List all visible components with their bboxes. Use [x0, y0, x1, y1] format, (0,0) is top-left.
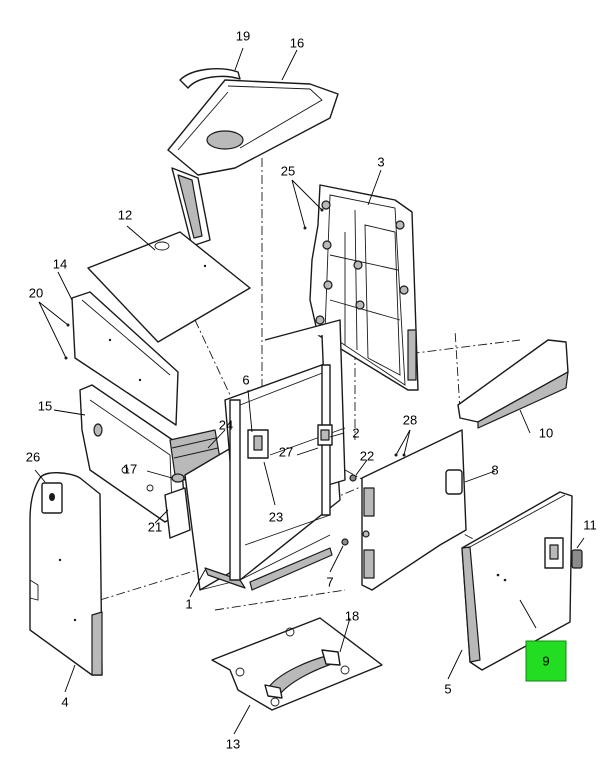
- part-22-screw: [349, 474, 357, 482]
- part-5-front-door: [461, 491, 573, 671]
- callout-11: 11: [583, 517, 597, 532]
- part-2-latch: [317, 424, 333, 446]
- callout-9: 9: [542, 653, 549, 668]
- part-7-screw: [341, 538, 349, 546]
- callout-17: 17: [123, 461, 137, 476]
- callout-3: 3: [377, 154, 384, 169]
- callout-15: 15: [38, 398, 52, 413]
- part-8-side-panel: [361, 429, 467, 591]
- callout-28: 28: [403, 412, 417, 427]
- callout-26: 26: [26, 449, 40, 464]
- callout-27: 27: [279, 444, 293, 459]
- leader-lines: [34, 47, 537, 735]
- callout-13: 13: [226, 736, 240, 751]
- part-14-inner-panel: [71, 291, 179, 426]
- callout-22: 22: [360, 448, 374, 463]
- callout-2: 2: [352, 425, 359, 440]
- callout-12: 12: [118, 207, 132, 222]
- part-13-base-plate: [211, 617, 383, 711]
- highlight-box: [525, 640, 567, 682]
- part-21-bracket: [164, 487, 191, 539]
- callout-14: 14: [53, 256, 67, 271]
- callout-23: 23: [269, 509, 283, 524]
- callout-6: 6: [242, 372, 249, 387]
- callout-8: 8: [491, 462, 498, 477]
- part-10-rail: [457, 339, 569, 429]
- callout-18: 18: [345, 608, 359, 623]
- part-17-grommet: [171, 473, 185, 483]
- callout-16: 16: [290, 35, 304, 50]
- callout-21: 21: [148, 519, 162, 534]
- highlighted-callout-9[interactable]: 9: [525, 640, 567, 682]
- callout-labels: 19 16 3 25 12 14 20 15 6 24 2 27 28 10 2…: [26, 28, 597, 751]
- part-11-latch-handle: [571, 537, 585, 569]
- part-18-handle: [264, 649, 341, 699]
- part-19-handle: [179, 68, 241, 89]
- callout-24: 24: [219, 417, 233, 432]
- callout-19: 19: [236, 28, 250, 43]
- part-4-left-side-panel: [29, 472, 103, 676]
- callout-10: 10: [539, 425, 553, 440]
- callout-7: 7: [326, 574, 333, 589]
- callout-4: 4: [61, 694, 68, 709]
- part-16-top-cover: [167, 79, 339, 247]
- part-6-switch: [247, 429, 269, 459]
- part-12-top-panel: [87, 231, 251, 343]
- callout-5: 5: [444, 681, 451, 696]
- part-1-main-frame: [184, 319, 346, 591]
- callout-1: 1: [185, 596, 192, 611]
- callout-20: 20: [29, 285, 43, 300]
- callout-25: 25: [281, 163, 295, 178]
